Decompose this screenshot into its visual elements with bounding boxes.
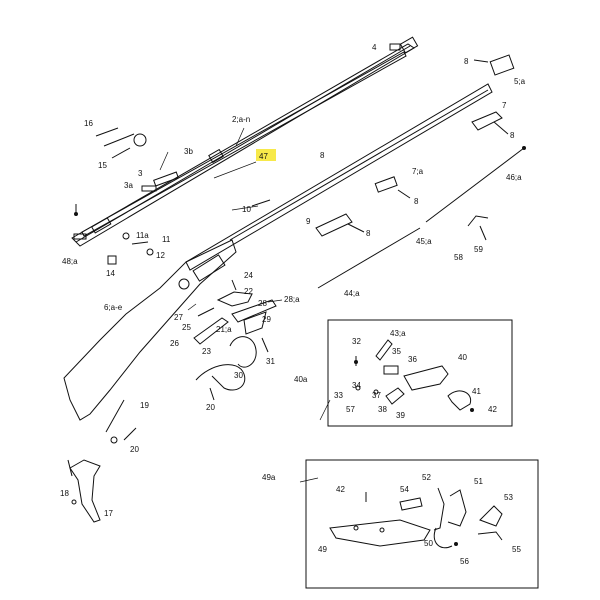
label-41: 41 xyxy=(472,387,481,396)
label-4: 4 xyxy=(372,43,377,52)
label-27: 27 xyxy=(174,313,183,322)
label-44a: 44;a xyxy=(344,289,360,298)
highlight-box xyxy=(256,149,276,161)
label-55: 55 xyxy=(512,545,521,554)
label-11: 11 xyxy=(162,235,171,244)
label-37: 37 xyxy=(372,391,381,400)
leader-lines xyxy=(159,127,331,483)
label-50: 50 xyxy=(424,539,433,548)
small-parts xyxy=(67,43,515,523)
label-10: 10 xyxy=(242,205,251,214)
label-35: 35 xyxy=(392,347,401,356)
label-29: 29 xyxy=(262,315,271,324)
label-59: 59 xyxy=(474,245,483,254)
label-53: 53 xyxy=(504,493,513,502)
label-8-e: 8 xyxy=(366,229,371,238)
label-45a: 45;a xyxy=(416,237,432,246)
label-8-d: 8 xyxy=(414,197,419,206)
label-9: 9 xyxy=(306,217,311,226)
label-14: 14 xyxy=(106,269,115,278)
label-54: 54 xyxy=(400,485,409,494)
label-24: 24 xyxy=(244,271,253,280)
label-58: 58 xyxy=(454,253,463,262)
part-labels: 4 8 5;a 7 8 46;a 16 2;a-n 3b 15 3 3a 8 7… xyxy=(60,43,526,566)
label-8-b: 8 xyxy=(510,131,515,140)
label-6ae: 6;a-e xyxy=(104,303,123,312)
label-26: 26 xyxy=(170,339,179,348)
lock-group-49a xyxy=(305,459,539,589)
label-12: 12 xyxy=(156,251,165,260)
label-48a: 48;a xyxy=(62,257,78,266)
label-47: 47 xyxy=(259,152,268,161)
label-18: 18 xyxy=(60,489,69,498)
label-3b: 3b xyxy=(184,147,193,156)
label-11a: 11a xyxy=(136,231,149,240)
label-28: 28 xyxy=(258,299,267,308)
forestock-rail xyxy=(185,83,493,271)
label-21a: 21;a xyxy=(216,325,232,334)
label-20-a: 20 xyxy=(206,403,215,412)
label-40: 40 xyxy=(458,353,467,362)
label-49: 49 xyxy=(318,545,327,554)
ramrod xyxy=(317,146,526,289)
label-15: 15 xyxy=(98,161,107,170)
gun-stock xyxy=(63,239,237,421)
label-23: 23 xyxy=(202,347,211,356)
label-19: 19 xyxy=(140,401,149,410)
label-43a: 43;a xyxy=(390,329,406,338)
label-5a: 5;a xyxy=(514,77,526,86)
label-2an: 2;a-n xyxy=(232,115,250,124)
label-3a: 3a xyxy=(124,181,133,190)
label-56: 56 xyxy=(460,557,469,566)
label-8-c: 8 xyxy=(320,151,325,160)
label-40a: 40a xyxy=(294,375,308,384)
label-22: 22 xyxy=(244,287,253,296)
lock-group-40a xyxy=(327,319,513,427)
label-25: 25 xyxy=(182,323,191,332)
label-7a: 7;a xyxy=(412,167,424,176)
label-7: 7 xyxy=(502,101,507,110)
label-42-b: 42 xyxy=(336,485,345,494)
label-51: 51 xyxy=(474,477,483,486)
label-17: 17 xyxy=(104,509,113,518)
label-31: 31 xyxy=(266,357,275,366)
label-57: 57 xyxy=(346,405,355,414)
label-36: 36 xyxy=(408,355,417,364)
label-3: 3 xyxy=(138,169,143,178)
label-33: 33 xyxy=(334,391,343,400)
label-46a: 46;a xyxy=(506,173,522,182)
label-8-top: 8 xyxy=(464,57,469,66)
label-39: 39 xyxy=(396,411,405,420)
label-42-a: 42 xyxy=(488,405,497,414)
label-34: 34 xyxy=(352,381,361,390)
label-32: 32 xyxy=(352,337,361,346)
label-30: 30 xyxy=(234,371,243,380)
label-49a: 49a xyxy=(262,473,276,482)
label-28a: 28;a xyxy=(284,295,300,304)
label-52: 52 xyxy=(422,473,431,482)
label-38: 38 xyxy=(378,405,387,414)
barrel-assembly xyxy=(71,36,419,247)
label-20-b: 20 xyxy=(130,445,139,454)
label-16: 16 xyxy=(84,119,93,128)
